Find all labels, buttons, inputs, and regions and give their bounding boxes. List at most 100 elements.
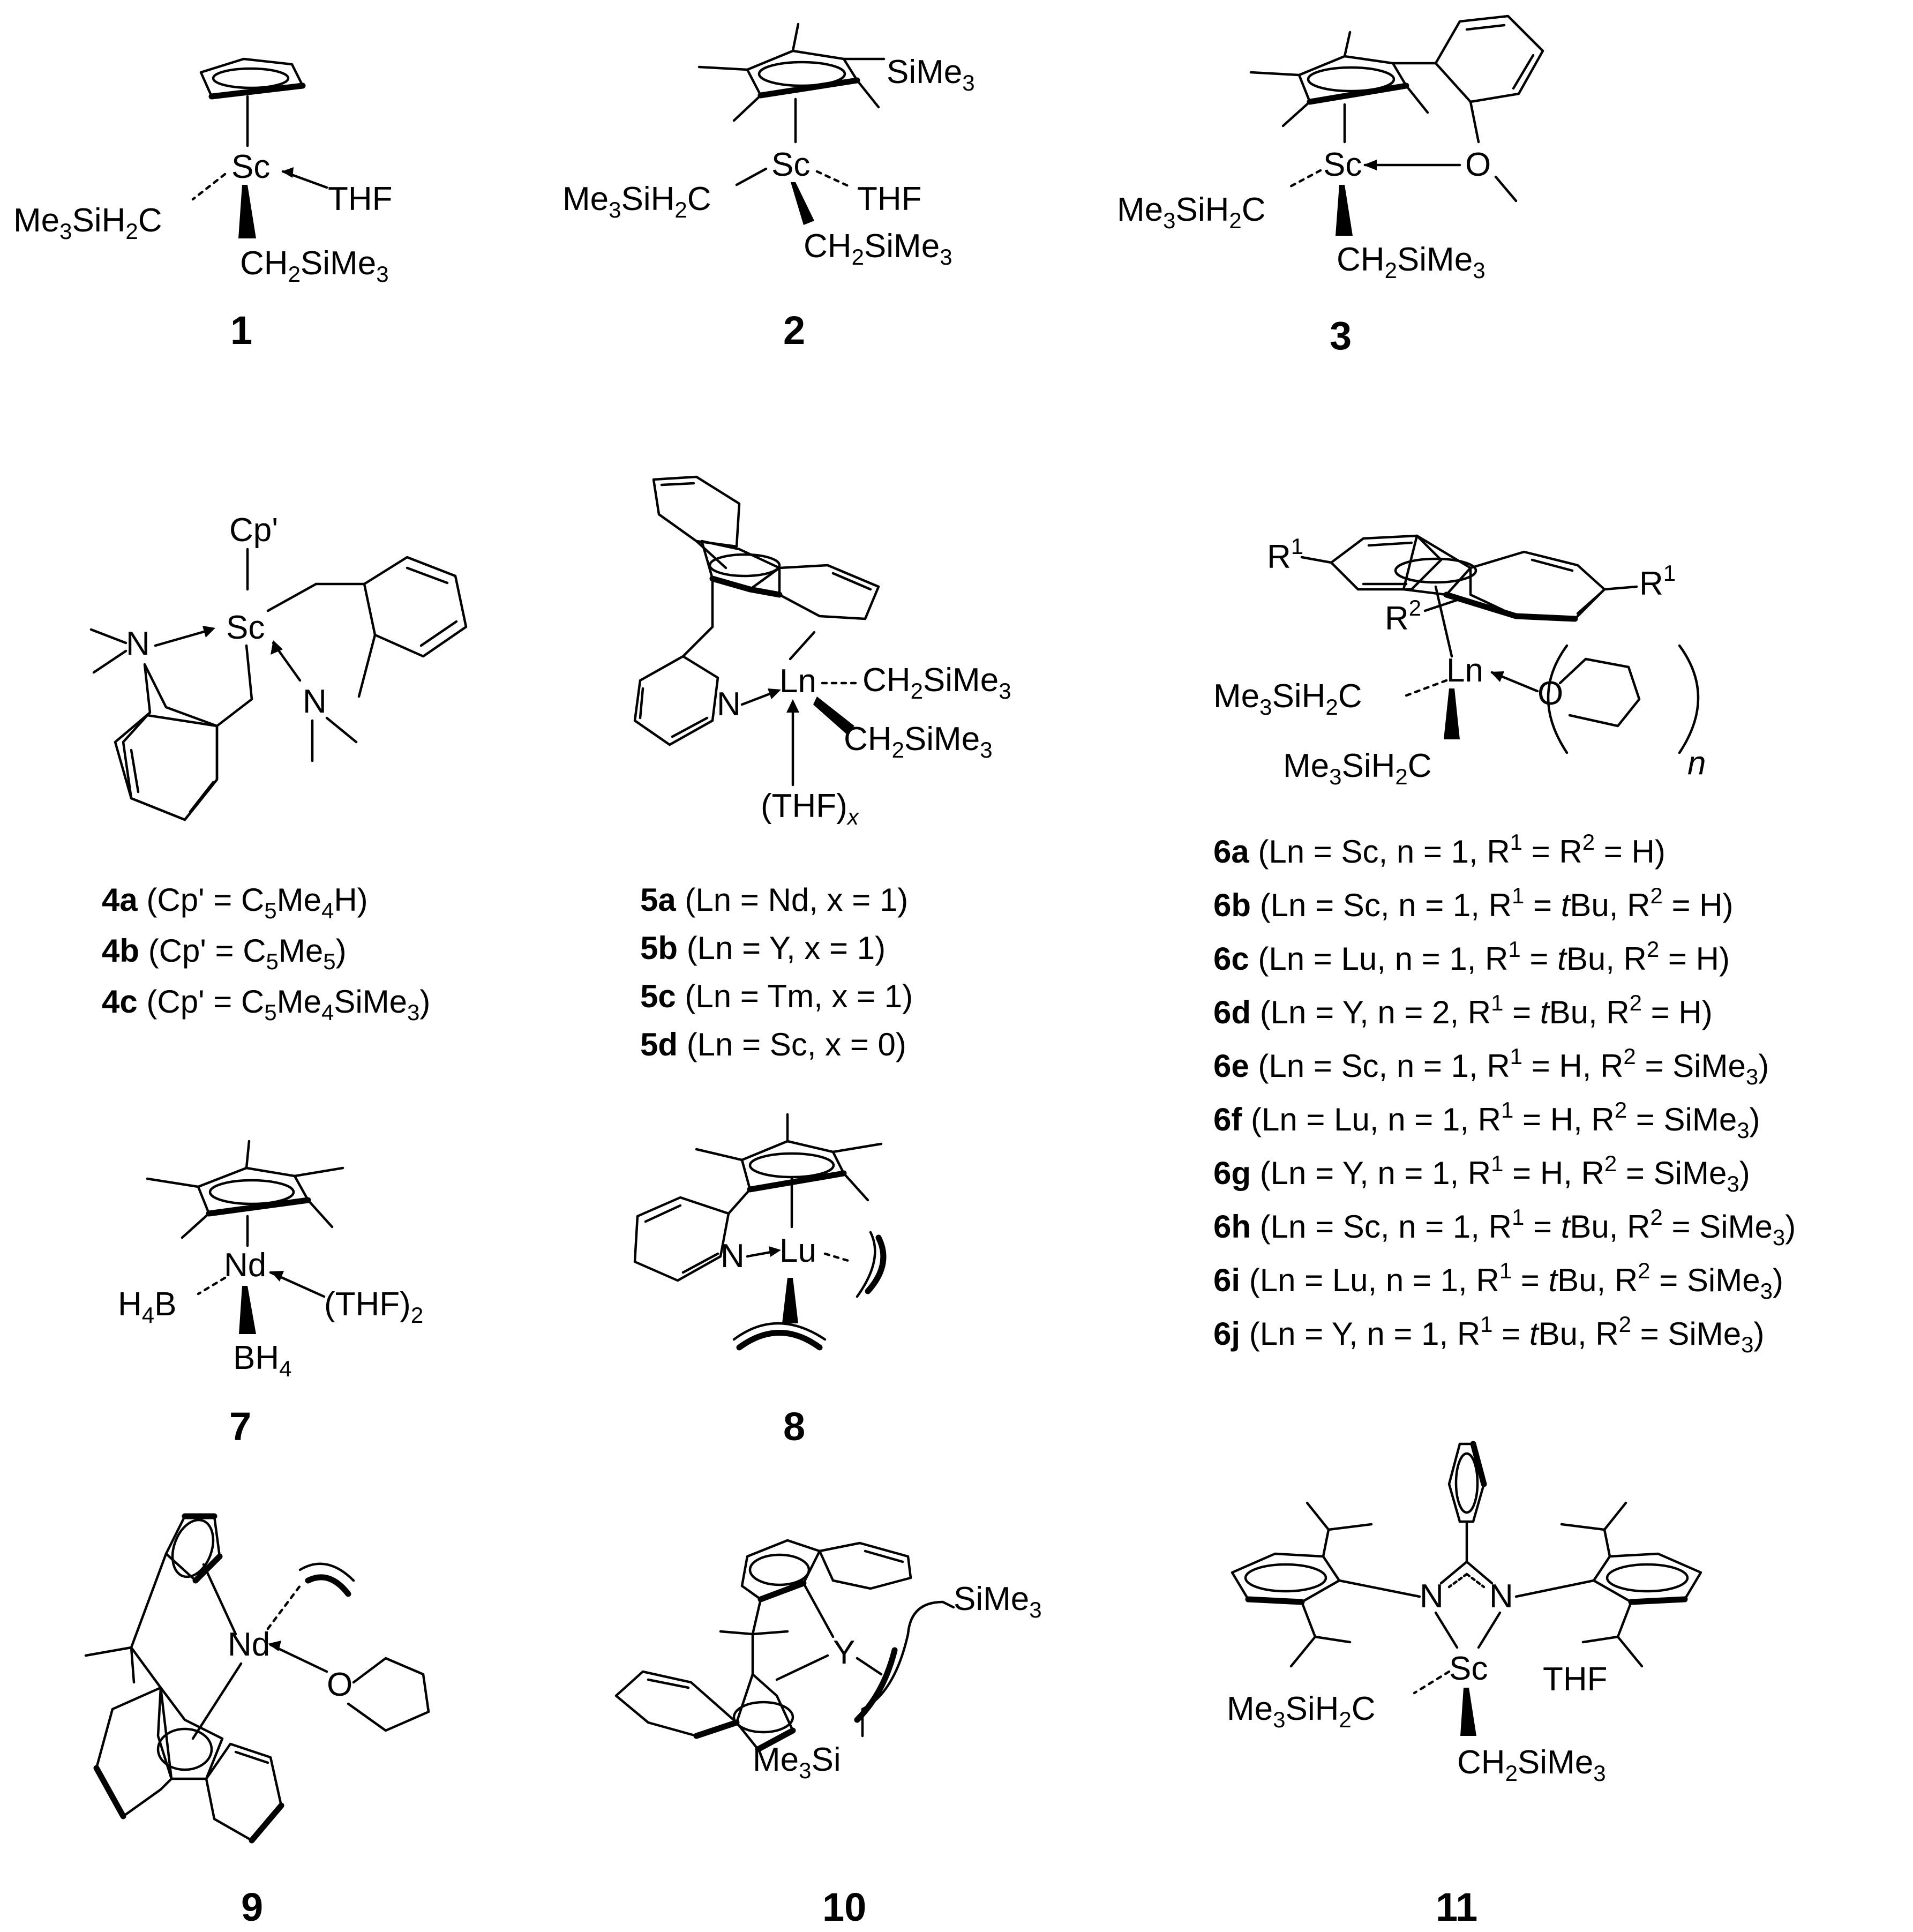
compound-caption: 4b (Cp' = C5Me5) xyxy=(102,933,347,974)
compound-caption: 6e (Ln = Sc, n = 1, R1 = H, R2 = SiMe3) xyxy=(1213,1044,1769,1089)
compound-9: Nd O 9 xyxy=(84,1513,430,1929)
compound-caption: 6h (Ln = Sc, n = 1, R1 = tBu, R2 = SiMe3… xyxy=(1213,1204,1796,1250)
compound-2: SiMe3 Sc Me3SiH2C THF CH2SiMe3 2 xyxy=(562,23,975,353)
pentamethylcyclopentadienyl-ring xyxy=(697,23,886,122)
ligand-label: CH2SiMe3 xyxy=(862,662,1011,703)
metal-label: Nd xyxy=(228,1626,270,1663)
compound-caption: 5a (Ln = Nd, x = 1) xyxy=(640,882,908,918)
compound-number: 3 xyxy=(1330,313,1352,358)
compound-6: R1 R1 R2 Ln Me3SiH2C Me3SiH2C O n xyxy=(1213,534,1796,1357)
ligand-label: THF xyxy=(1543,1661,1608,1698)
metal-label: Ln xyxy=(1446,652,1483,689)
cp-label: Cp' xyxy=(229,512,278,549)
compound-number: 11 xyxy=(1436,1885,1477,1929)
metal-label: Sc xyxy=(231,148,270,185)
compound-8: N Lu 8 xyxy=(633,1113,887,1449)
ligand-label: CH2SiMe3 xyxy=(844,721,993,762)
ligand-label: Me3SiH2C xyxy=(1117,191,1266,233)
metal-label: Sc xyxy=(771,146,810,183)
pyridine-N-label: N xyxy=(717,686,741,723)
substituent-label: SiMe3 xyxy=(887,54,975,95)
compound-caption: 6a (Ln = Sc, n = 1, R1 = R2 = H) xyxy=(1213,829,1666,870)
metal-label: Lu xyxy=(779,1232,816,1269)
compound-caption: 5c (Ln = Tm, x = 1) xyxy=(640,978,913,1014)
fluorenyl-ring xyxy=(652,475,880,620)
compound-number: 9 xyxy=(241,1885,263,1929)
compound-number: 2 xyxy=(783,308,805,353)
compound-caption: 6g (Ln = Y, n = 1, R1 = H, R2 = SiMe3) xyxy=(1213,1151,1750,1196)
ligand-label: (THF)2 xyxy=(324,1286,423,1328)
substituent-label: SiMe3 xyxy=(954,1581,1042,1622)
ligand-label: H4B xyxy=(118,1286,177,1328)
ligand-label: Me3SiH2C xyxy=(562,181,711,222)
compound-caption: 5b (Ln = Y, x = 1) xyxy=(640,930,886,966)
compound-number: 10 xyxy=(822,1885,866,1929)
caption-list: 6a (Ln = Sc, n = 1, R1 = R2 = H) 6b (Ln … xyxy=(1213,829,1796,1357)
compound-number: 8 xyxy=(783,1404,805,1449)
subscript-n: n xyxy=(1687,745,1706,782)
dipp-ring-left xyxy=(1231,1501,1373,1668)
compound-7: Nd (THF)2 H4B BH4 7 xyxy=(118,1140,423,1449)
substituent-label: R2 xyxy=(1385,595,1421,637)
indenyl-ring-lower xyxy=(614,1670,796,1753)
pyridine-N-label: N xyxy=(721,1238,745,1275)
substituent-label: Me3Si xyxy=(753,1741,841,1783)
ligand-label: Me3SiH2C xyxy=(13,202,162,244)
ligand-label: Me3SiH2C xyxy=(1213,678,1362,720)
substituent-label: R1 xyxy=(1267,534,1303,575)
metal-label: Sc xyxy=(1449,1650,1488,1687)
compound-caption: 6c (Ln = Lu, n = 1, R1 = tBu, R2 = H) xyxy=(1213,937,1730,977)
amidinate-N-label: N xyxy=(1489,1578,1513,1615)
anisole-ring xyxy=(1434,14,1544,144)
compound-caption: 6j (Ln = Y, n = 1, R1 = tBu, R2 = SiMe3) xyxy=(1213,1312,1764,1357)
cp-ring xyxy=(164,1513,223,1584)
compound-caption: 5d (Ln = Sc, x = 0) xyxy=(640,1027,906,1062)
ligand-label: Me3SiH2C xyxy=(1227,1690,1376,1732)
amidinate-N-label: N xyxy=(1420,1578,1444,1615)
amine-N-label: N xyxy=(126,625,150,662)
metal-label: Ln xyxy=(779,663,816,700)
compound-number: 1 xyxy=(230,308,252,353)
phenyl-ring xyxy=(1447,1441,1487,1523)
indenyl-ring-upper xyxy=(740,1539,912,1602)
ligand-label: CH2SiMe3 xyxy=(1337,241,1486,283)
fluorenyl-ring xyxy=(93,1686,284,1844)
amine-N-label: N xyxy=(303,683,327,720)
metal-label: Nd xyxy=(224,1247,266,1284)
compound-3: O Sc Me3SiH2C CH2SiMe3 3 xyxy=(1117,14,1544,358)
cyclopentadienyl-ring xyxy=(199,57,306,100)
compound-1: Sc THF Me3SiH2C CH2SiMe3 1 xyxy=(13,57,393,353)
compound-caption: 6b (Ln = Sc, n = 1, R1 = tBu, R2 = H) xyxy=(1213,883,1734,923)
ligand-label: CH2SiMe3 xyxy=(240,245,389,287)
thf-O-label: O xyxy=(1537,675,1563,712)
fluorenyl-ring xyxy=(1330,534,1606,622)
ligand-label: THF xyxy=(328,181,393,218)
substituent-label: R1 xyxy=(1639,560,1676,602)
ligand-label: THF xyxy=(857,181,922,218)
ligand-label: BH4 xyxy=(233,1339,292,1381)
compound-5: N Ln CH2SiMe3 CH2SiMe3 (THF)x 5a (Ln = N… xyxy=(633,475,1011,1062)
compound-10: Y SiMe3 Me3Si 10 xyxy=(614,1539,1042,1929)
ligand-label: CH2SiMe3 xyxy=(1457,1744,1606,1786)
heteroatom-label: O xyxy=(1465,146,1491,183)
substituted-cp-ring xyxy=(695,1113,883,1215)
compound-caption: 4a (Cp' = C5Me4H) xyxy=(102,882,368,923)
dipp-ring-right xyxy=(1560,1501,1702,1668)
substituted-cp-ring xyxy=(1249,31,1437,128)
compound-caption: 4c (Cp' = C5Me4SiMe3) xyxy=(102,984,430,1025)
ligand-label: (THF)x xyxy=(761,788,860,829)
compound-11: N N Sc xyxy=(1227,1441,1702,1929)
compound-caption: 6d (Ln = Y, n = 2, R1 = tBu, R2 = H) xyxy=(1213,990,1713,1030)
ligand-label: CH2SiMe3 xyxy=(804,228,952,269)
compound-caption: 6f (Ln = Lu, n = 1, R1 = H, R2 = SiMe3) xyxy=(1213,1097,1760,1143)
compound-4: Cp' Sc N N 4a (Cp' = C5Me4H) 4b (Cp' = C… xyxy=(89,512,468,1025)
pentamethylcyclopentadienyl-ring xyxy=(146,1140,344,1239)
metal-label: Sc xyxy=(1323,146,1362,183)
compound-number: 7 xyxy=(229,1404,251,1449)
metal-label: Sc xyxy=(226,609,265,646)
metal-label: Y xyxy=(833,1634,855,1671)
ligand-label: Me3SiH2C xyxy=(1283,747,1432,789)
thf-O-label: O xyxy=(327,1666,352,1703)
compound-caption: 6i (Ln = Lu, n = 1, R1 = tBu, R2 = SiMe3… xyxy=(1213,1258,1783,1304)
